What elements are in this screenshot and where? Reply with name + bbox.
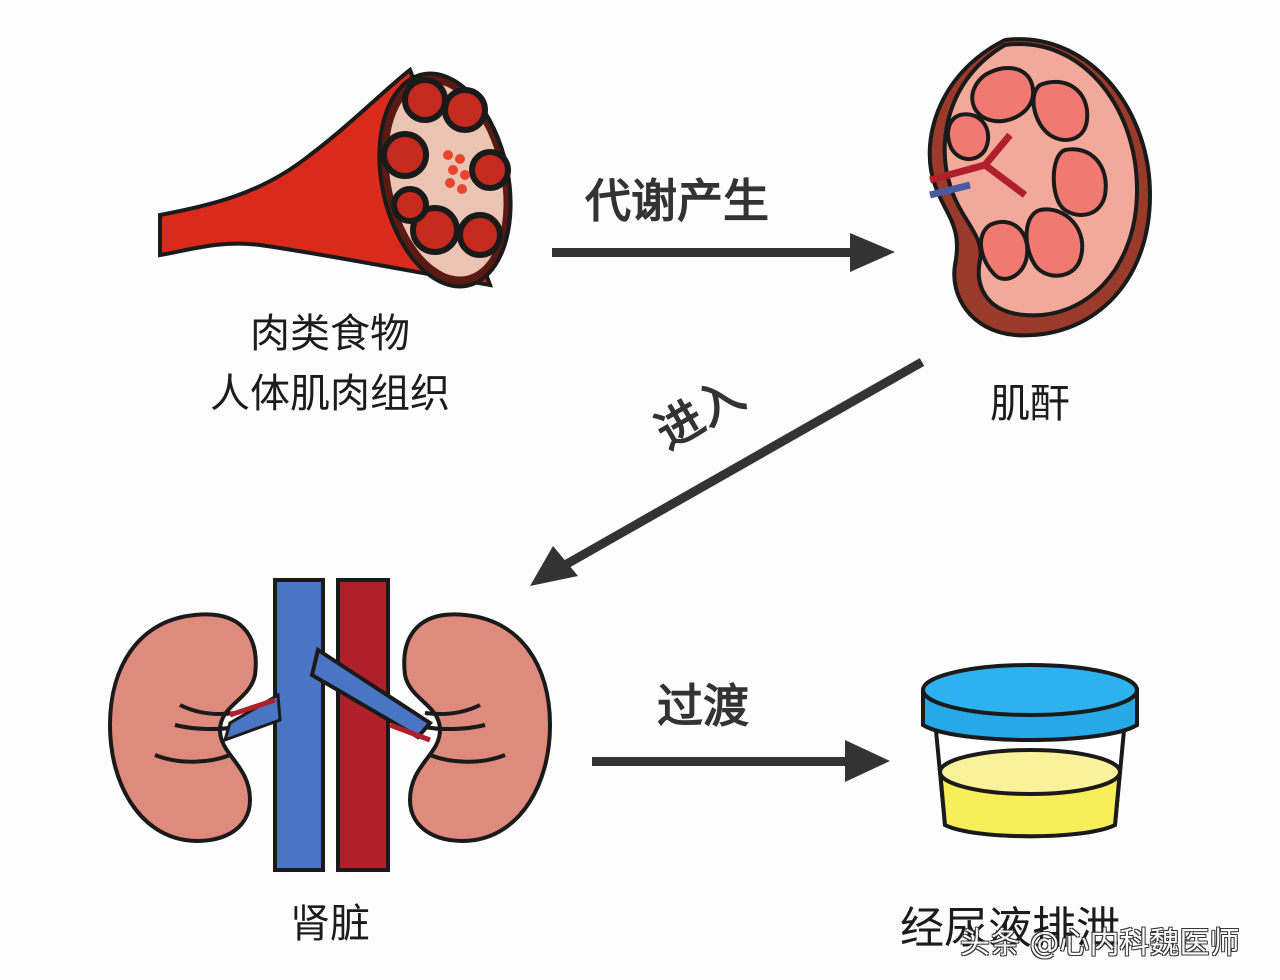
kidney-cross-section-icon (927, 37, 1153, 338)
node-label-kidneys: 肾脏 (290, 901, 370, 947)
node-label-meat: 肉类食物 人体肌肉组织 (210, 311, 450, 417)
arrow-right-icon (592, 740, 890, 782)
edge-label-metabolism: 代谢产生 (585, 174, 769, 228)
kidneys-with-vessels-icon (107, 578, 553, 872)
urine-sample-cup-icon (921, 663, 1139, 839)
node-label-creatinine: 肌酐 (990, 381, 1070, 427)
node-label-urine: 经尿液排泄 (900, 903, 1120, 954)
watermark: 头条 @心内科魏医师 (960, 926, 1240, 961)
arrow-right-icon (552, 233, 895, 272)
edge-label-transition: 过渡 (657, 679, 749, 733)
arrow-down-left-icon (530, 358, 925, 586)
muscle-meat-cross-section-icon (158, 66, 513, 289)
